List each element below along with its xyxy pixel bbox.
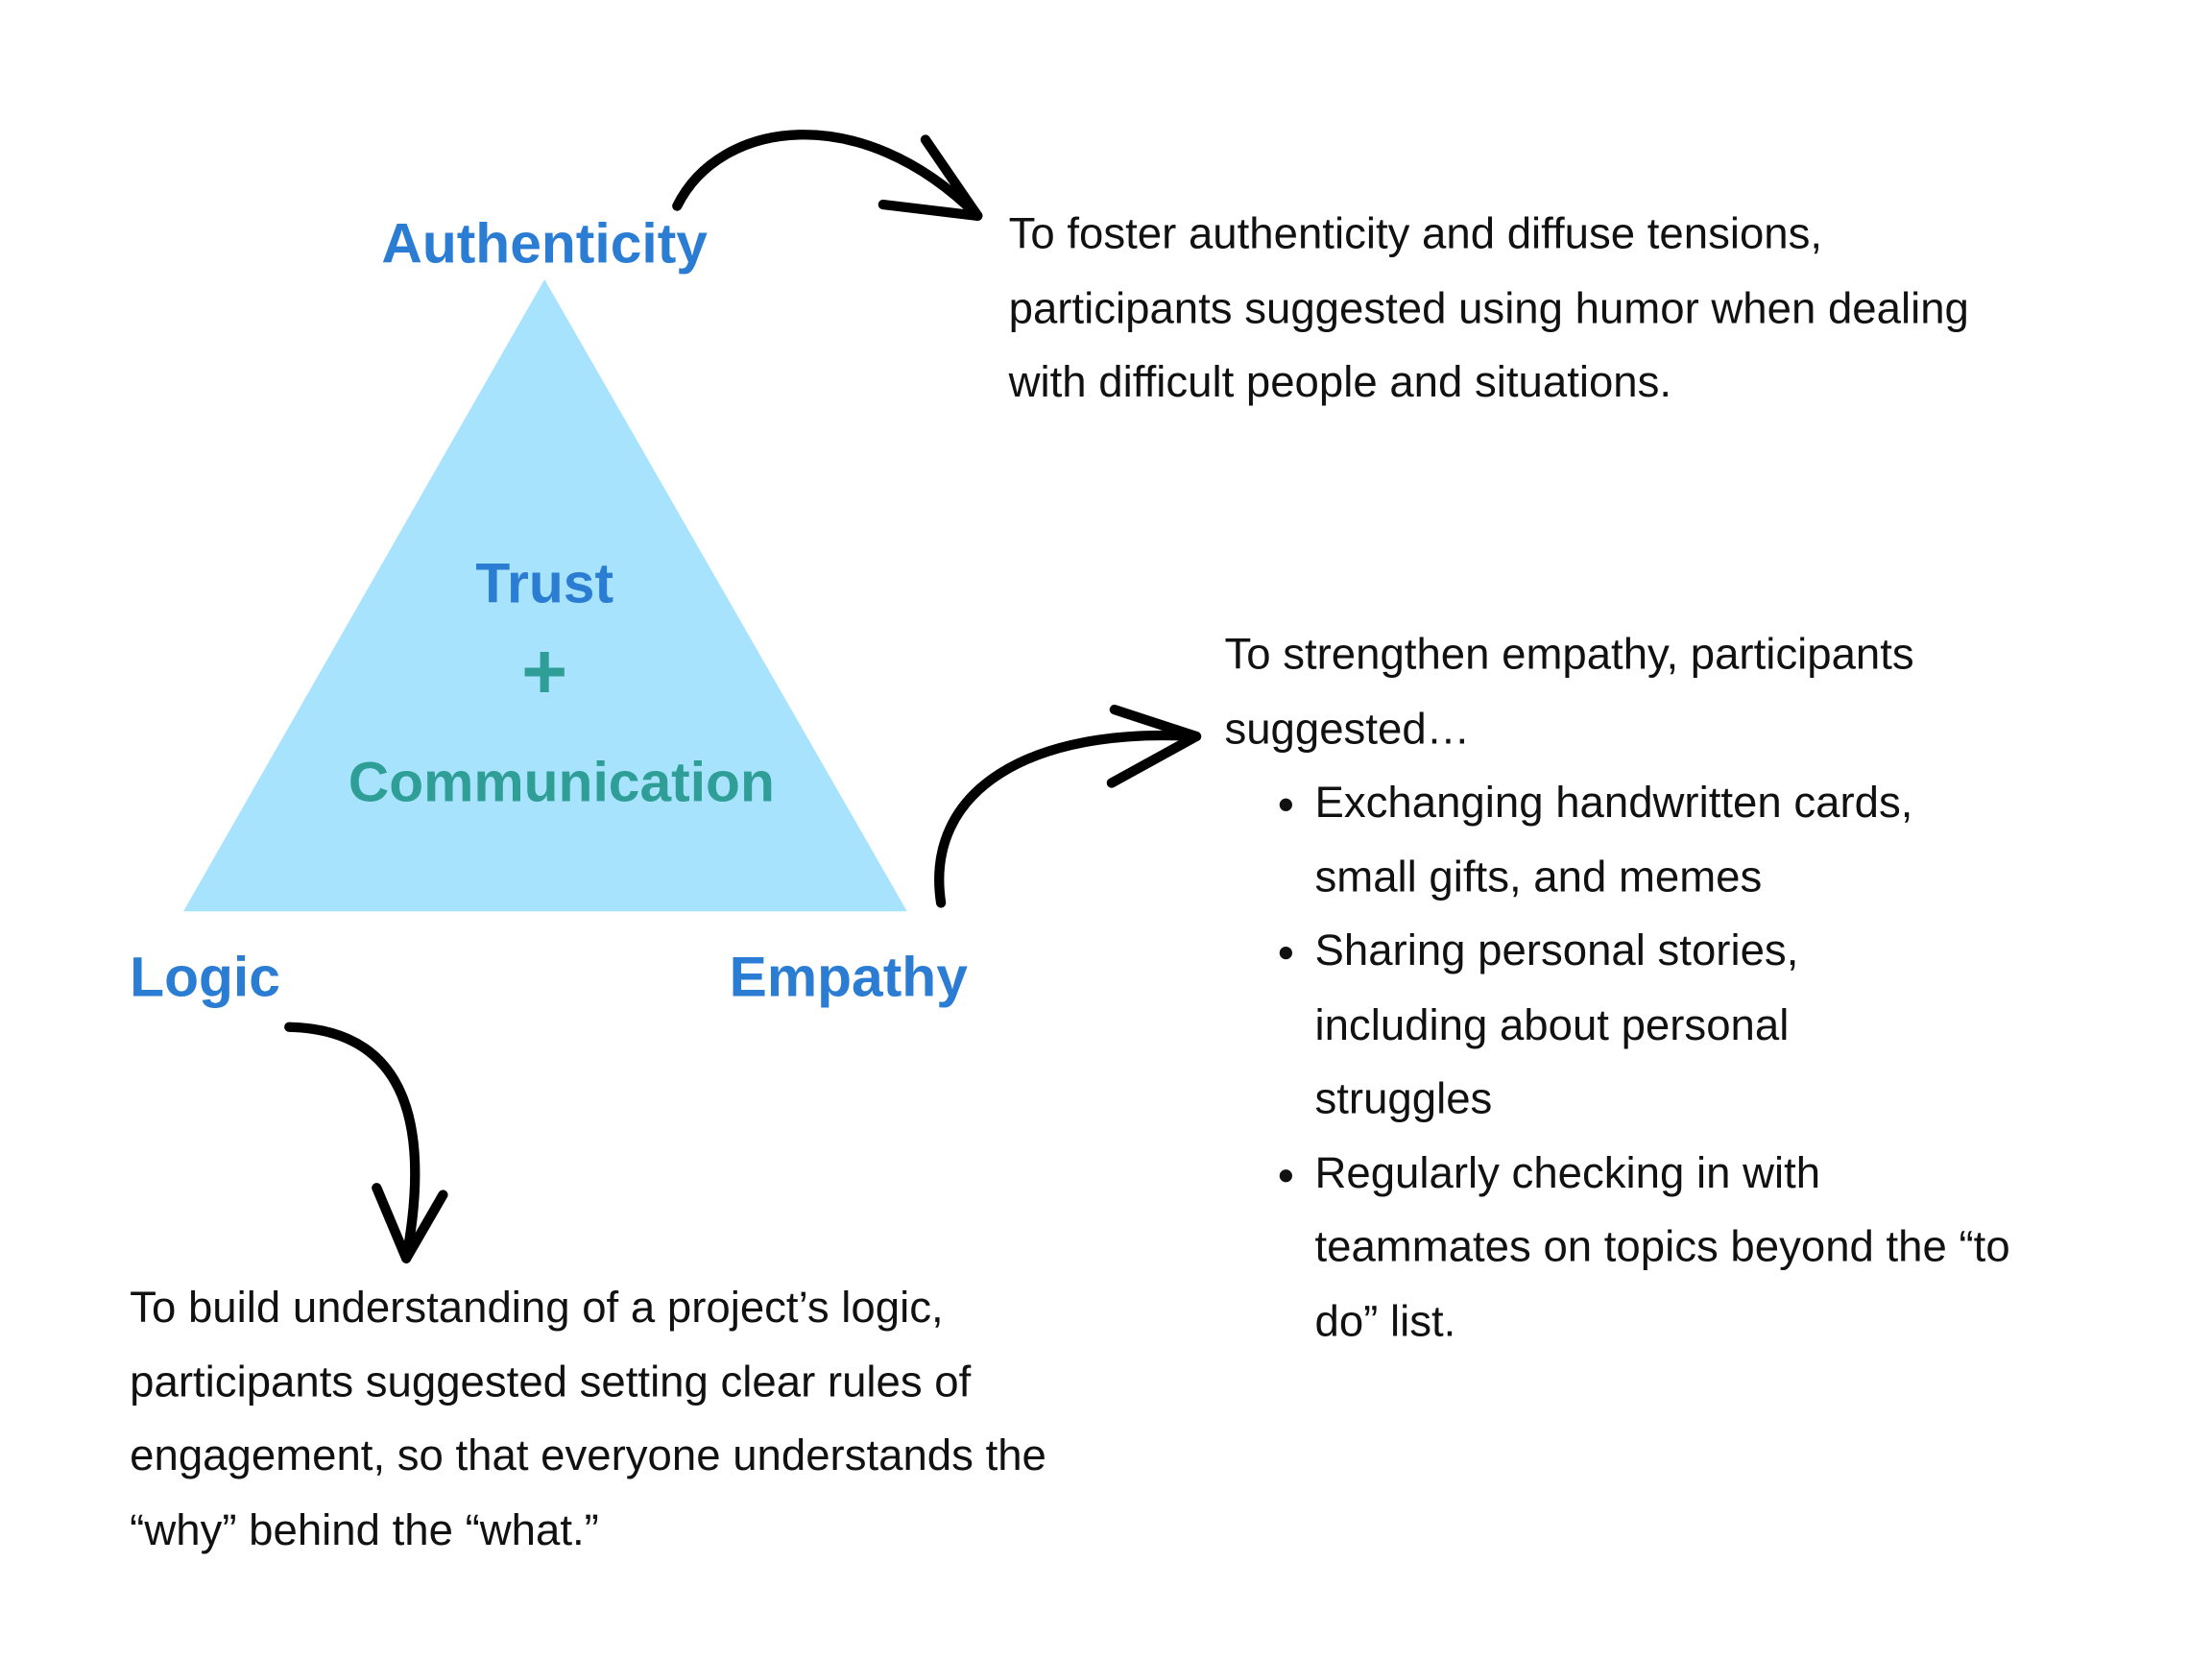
label-trust: Trust bbox=[475, 553, 614, 615]
note-line: “why” behind the “what.” bbox=[130, 1504, 599, 1554]
note-line: participants suggested using humor when … bbox=[1008, 282, 1969, 333]
note-line: with difficult people and situations. bbox=[1008, 356, 1672, 407]
list-item: Sharing personal stories, including abou… bbox=[1314, 914, 1907, 1136]
arrow-empathy-icon bbox=[934, 704, 1202, 908]
label-empathy: Empathy bbox=[729, 946, 968, 1009]
empathy-list: Exchanging handwritten cards, small gift… bbox=[1224, 766, 2071, 1358]
authenticity-note: To foster authenticity and diffuse tensi… bbox=[1009, 198, 1969, 420]
note-intro: To strengthen empathy, participants sugg… bbox=[1224, 629, 1914, 753]
label-logic: Logic bbox=[130, 946, 280, 1009]
arrow-authenticity-icon bbox=[672, 130, 983, 221]
empathy-note: To strengthen empathy, participants sugg… bbox=[1224, 618, 2071, 1358]
plus-icon: + bbox=[521, 626, 568, 715]
list-item: Regularly checking in with teammates on … bbox=[1314, 1137, 2048, 1358]
note-line: participants suggested setting clear rul… bbox=[130, 1356, 972, 1407]
label-authenticity: Authenticity bbox=[381, 212, 708, 276]
list-item: Exchanging handwritten cards, small gift… bbox=[1314, 766, 2020, 914]
note-line: To foster authenticity and diffuse tensi… bbox=[1008, 208, 1823, 258]
triangle bbox=[183, 278, 907, 912]
note-line: engagement, so that everyone understands… bbox=[130, 1430, 1046, 1480]
arrow-logic-icon bbox=[284, 1022, 448, 1263]
label-communication: Communication bbox=[348, 752, 775, 814]
note-line: To build understanding of a project’s lo… bbox=[130, 1282, 944, 1333]
logic-note: To build understanding of a project’s lo… bbox=[130, 1271, 1046, 1568]
